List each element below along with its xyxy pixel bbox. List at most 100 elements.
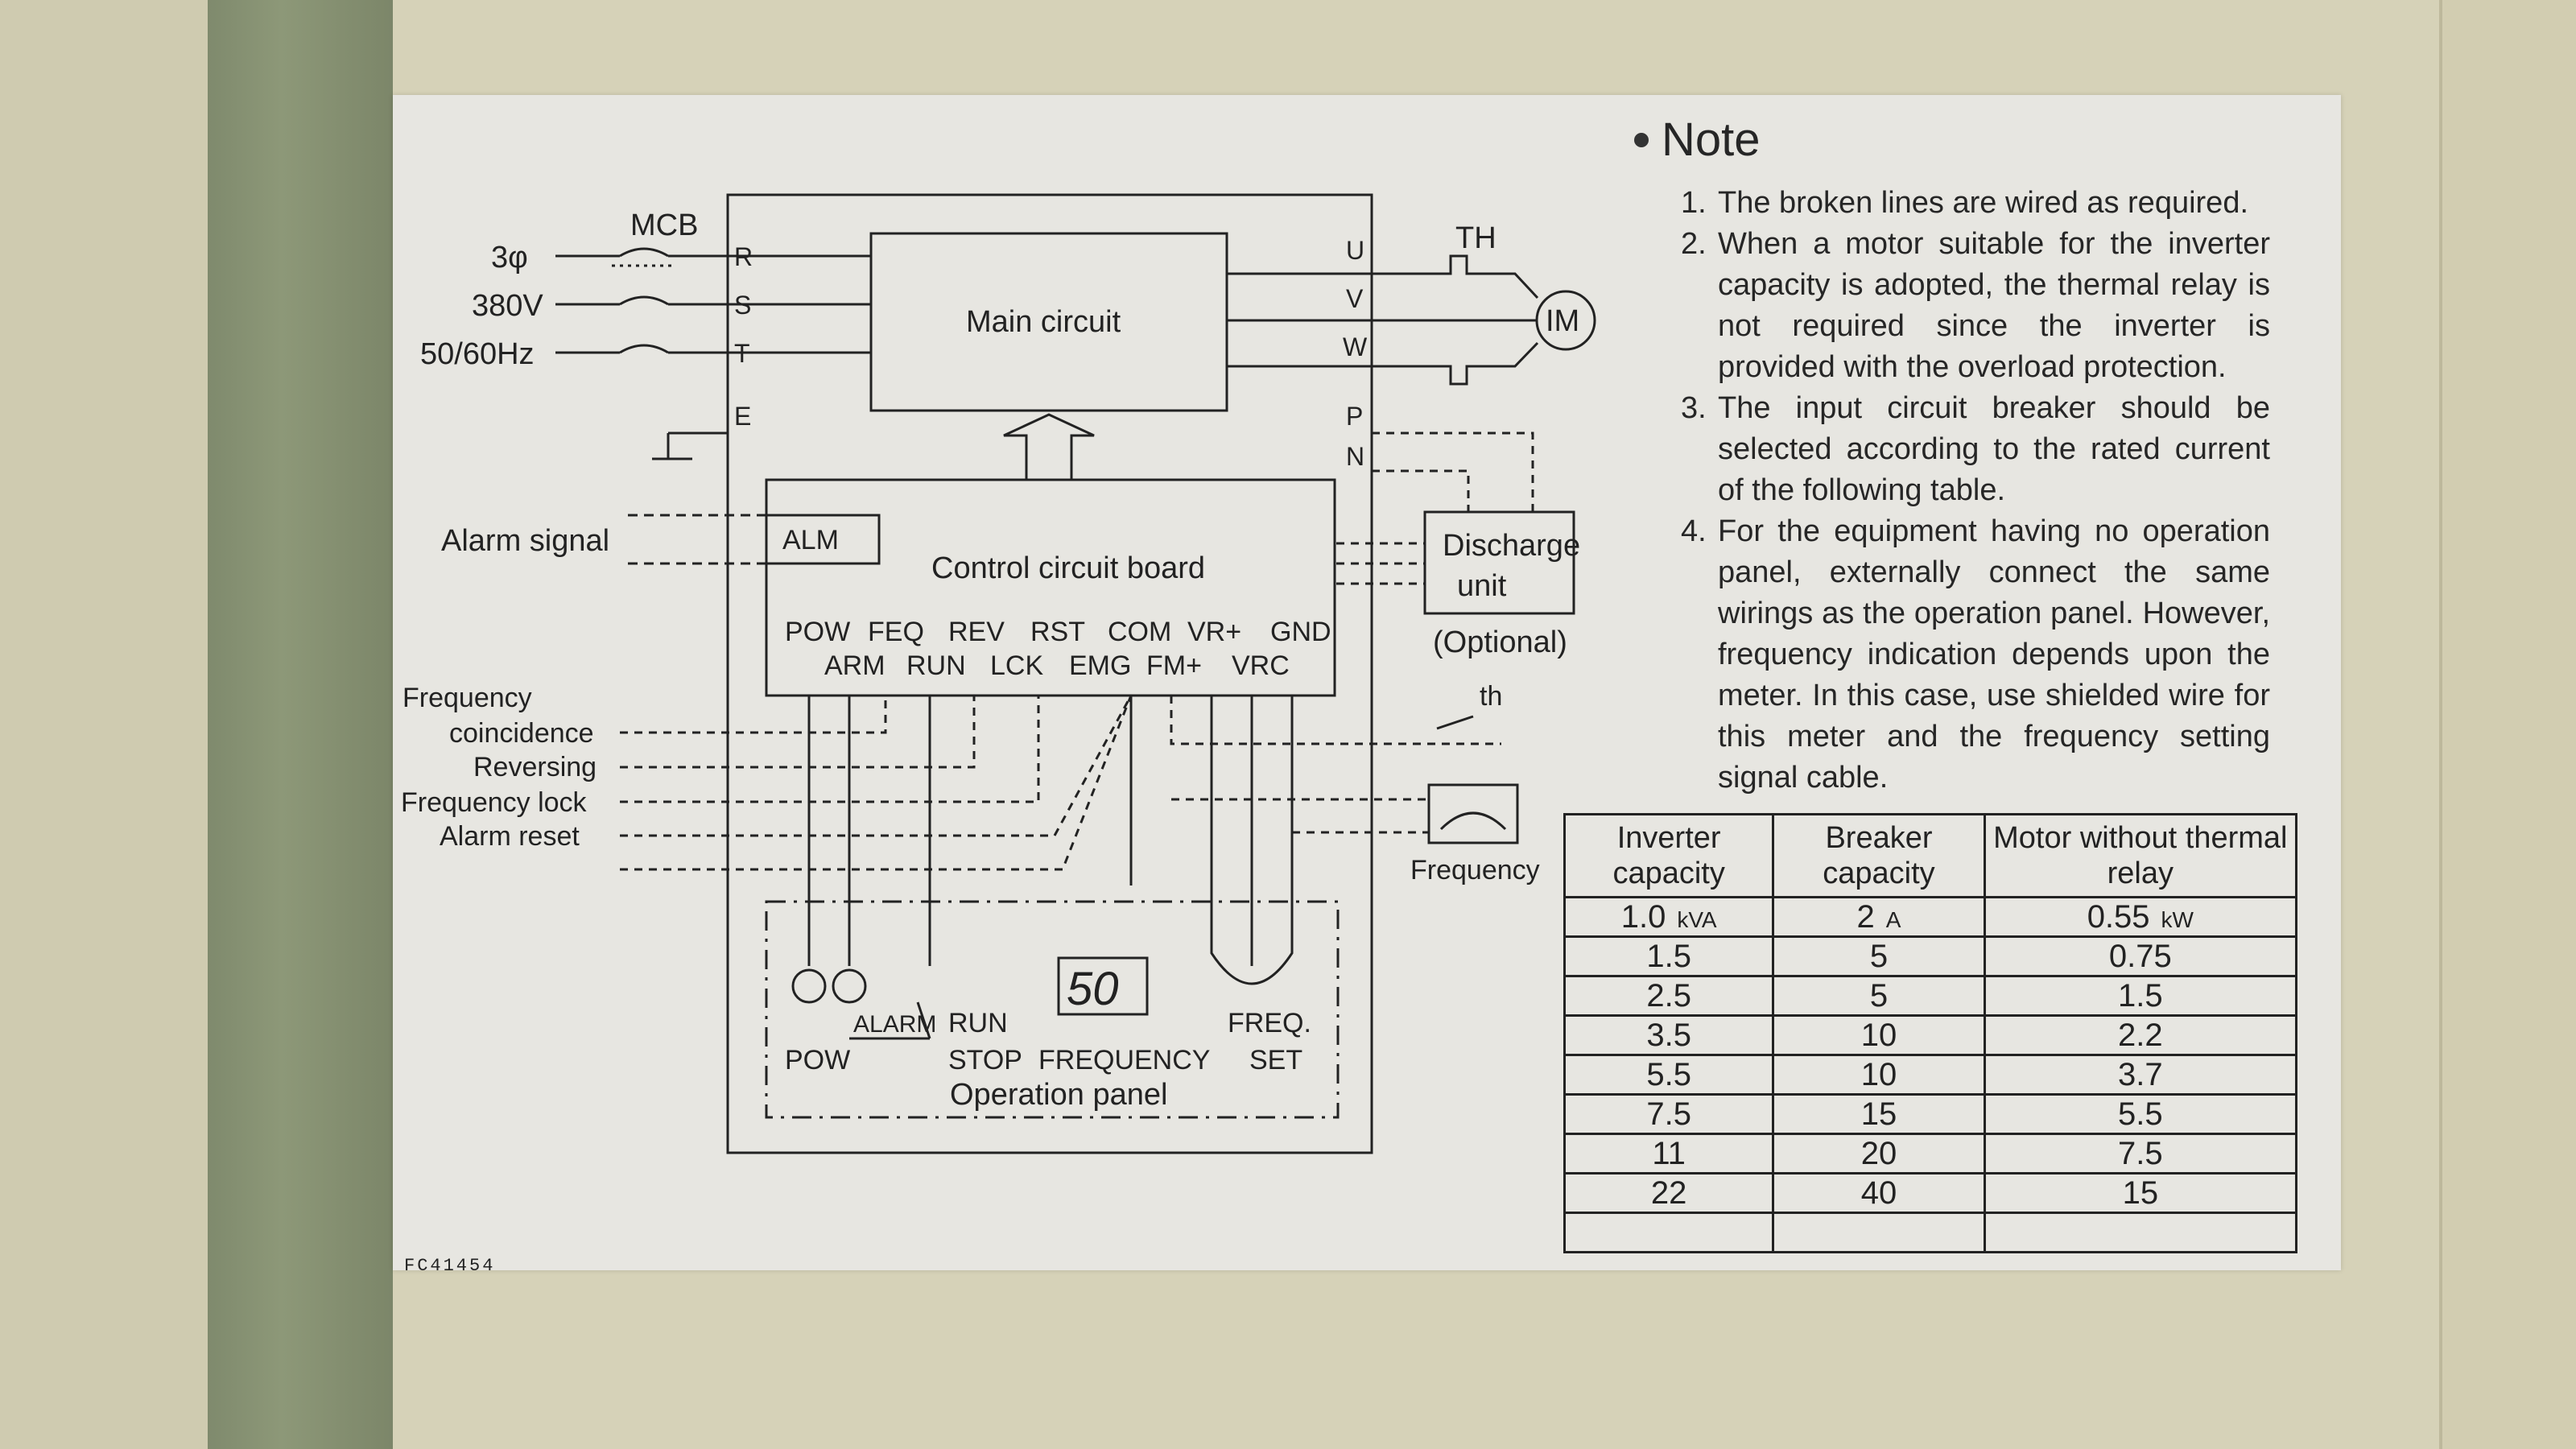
coincidence-label: coincidence — [449, 718, 594, 749]
terminal-rst: RST — [1030, 617, 1085, 647]
terminal-w: W — [1343, 332, 1368, 361]
thermal-relay-label: TH — [1455, 221, 1496, 255]
pow-lamp-icon — [791, 968, 827, 1004]
table-cell: 22 — [1563, 1172, 1775, 1214]
note-text: For the equipment having no operation pa… — [1718, 514, 2270, 795]
terminal-r: R — [734, 242, 753, 271]
motor-symbol — [1535, 290, 1596, 351]
note-item: 4. For the equipment having no operation… — [1681, 511, 2270, 799]
operation-panel-box — [765, 900, 1340, 1119]
inverter-enclosure — [726, 193, 1373, 1154]
frequency-meter-box — [1427, 783, 1519, 844]
terminal-feq: FEQ — [868, 617, 924, 647]
table-cell: 3.7 — [1983, 1054, 2298, 1096]
note-text: When a motor suitable for the inverter c… — [1718, 227, 2270, 384]
alarm-lamp-icon — [832, 968, 867, 1004]
terminal-fm-plus: FM+ — [1146, 650, 1202, 681]
terminal-e: E — [734, 402, 751, 431]
alm-label: ALM — [782, 525, 839, 555]
frequency-display: 50 — [1067, 963, 1119, 1015]
table-cell: 5 — [1772, 935, 1986, 977]
main-circuit-box — [869, 232, 1228, 412]
control-board-box — [765, 478, 1336, 697]
terminal-p: P — [1346, 402, 1363, 431]
unit-label: kVA — [1677, 906, 1717, 932]
table-row — [1563, 1212, 2298, 1253]
op-frequency-label: FREQUENCY — [1038, 1045, 1210, 1075]
terminal-v: V — [1346, 284, 1364, 313]
table-cell: 5 — [1772, 975, 1986, 1017]
wall-background — [0, 0, 209, 1449]
table-cell: 20 — [1772, 1133, 1986, 1174]
table-header-row: Inverter capacity Breaker capacity Motor… — [1563, 813, 2298, 898]
table-cell — [1563, 1212, 1775, 1253]
table-cell: 3.5 — [1563, 1014, 1775, 1056]
note-heading: Note — [1634, 113, 2270, 167]
terminal-emg: EMG — [1069, 650, 1131, 681]
unit-label: kW — [2161, 906, 2194, 932]
table-cell: 2.2 — [1983, 1014, 2298, 1056]
terminal-t: T — [734, 339, 750, 368]
note-text: The input circuit breaker should be sele… — [1718, 391, 2270, 507]
table-cell: 1.5 — [1563, 935, 1775, 977]
discharge-label: Discharge — [1443, 529, 1580, 563]
terminal-rev: REV — [948, 617, 1005, 647]
note-item: 1. The broken lines are wired as require… — [1681, 183, 2270, 224]
table-cell: 7.5 — [1983, 1133, 2298, 1174]
terminal-n: N — [1346, 442, 1364, 471]
foam-strip — [208, 0, 393, 1449]
table-cell: 10 — [1772, 1054, 1986, 1096]
table-cell — [1983, 1212, 2298, 1253]
table-cell: 40 — [1772, 1172, 1986, 1214]
terminal-com: COM — [1108, 617, 1171, 647]
terminal-pow: POW — [785, 617, 850, 647]
terminal-vr-plus: VR+ — [1187, 617, 1241, 647]
capacity-table: Inverter capacity Breaker capacity Motor… — [1563, 813, 2298, 1253]
th-switch-label: th — [1480, 681, 1502, 712]
table-cell: 11 — [1563, 1133, 1775, 1174]
control-board-label: Control circuit board — [931, 551, 1205, 585]
voltage-label: 380V — [472, 289, 543, 323]
freq-coincidence-label: Frequency — [402, 683, 532, 713]
table-cell: 5.5 — [1563, 1054, 1775, 1096]
frequency-display-box — [1057, 956, 1149, 1016]
table-cell: 0.75 — [1983, 935, 2298, 977]
op-freq-label: FREQ. — [1228, 1008, 1311, 1038]
alarm-signal-label: Alarm signal — [441, 524, 609, 558]
mcb-label: MCB — [630, 208, 698, 242]
unit-label: A — [1885, 906, 1901, 932]
op-alarm-label: ALARM — [853, 1011, 936, 1038]
table-cell: 7.5 — [1563, 1093, 1775, 1135]
op-run-label: RUN — [948, 1008, 1008, 1038]
header-inverter-capacity: Inverter capacity — [1563, 813, 1775, 898]
cabinet-edge — [2439, 0, 2576, 1449]
table-cell: 2.5 — [1563, 975, 1775, 1017]
main-circuit-label: Main circuit — [966, 305, 1121, 339]
terminal-gnd: GND — [1270, 617, 1331, 647]
reversing-label: Reversing — [473, 752, 597, 782]
op-stop-label: STOP — [948, 1045, 1022, 1075]
header-breaker-capacity: Breaker capacity — [1772, 813, 1986, 898]
header-motor-without-thermal-relay: Motor without thermal relay — [1983, 813, 2298, 898]
op-pow-label: POW — [785, 1045, 850, 1075]
table-cell — [1772, 1212, 1986, 1253]
alm-relay-box — [765, 514, 881, 565]
table-cell: 15 — [1983, 1172, 2298, 1214]
document-code: FC41454 — [404, 1256, 496, 1276]
note-number: 4. — [1681, 514, 1707, 548]
note-text: The broken lines are wired as required. — [1718, 186, 2249, 220]
note-item: 3. The input circuit breaker should be s… — [1681, 388, 2270, 511]
alarm-reset-label: Alarm reset — [440, 821, 580, 852]
table-cell: 15 — [1772, 1093, 1986, 1135]
phase-label: 3φ — [491, 241, 528, 275]
terminal-u: U — [1346, 236, 1364, 265]
